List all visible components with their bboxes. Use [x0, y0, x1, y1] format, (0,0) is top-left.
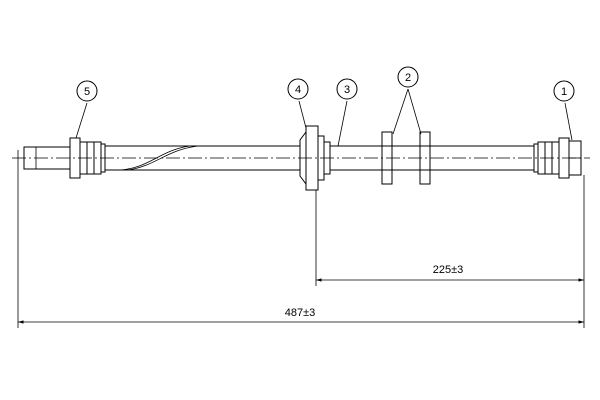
- balloon-3: 3: [336, 78, 358, 100]
- balloon-1: 1: [553, 80, 575, 102]
- balloon-2: 2: [397, 66, 419, 88]
- left-end-fitting: [23, 137, 106, 179]
- dimension-225: 225±3: [316, 264, 584, 282]
- hose-body: [105, 145, 534, 171]
- clamp-rings: [381, 131, 431, 185]
- balloon-4-label: 4: [295, 84, 301, 96]
- extension-lines: [17, 150, 585, 328]
- dimension-225-label: 225±3: [433, 264, 464, 276]
- dimension-487-label: 487±3: [285, 307, 316, 319]
- balloon-5: 5: [76, 80, 98, 102]
- balloon-5-label: 5: [84, 86, 90, 98]
- balloon-4: 4: [287, 78, 309, 100]
- balloon-3-label: 3: [344, 84, 350, 96]
- balloon-2-label: 2: [405, 72, 411, 84]
- balloon-1-label: 1: [561, 86, 567, 98]
- leader-lines: [75, 88, 573, 147]
- mounting-bracket: [299, 125, 331, 191]
- right-end-fitting: [533, 137, 582, 179]
- dimension-487: 487±3: [18, 307, 584, 324]
